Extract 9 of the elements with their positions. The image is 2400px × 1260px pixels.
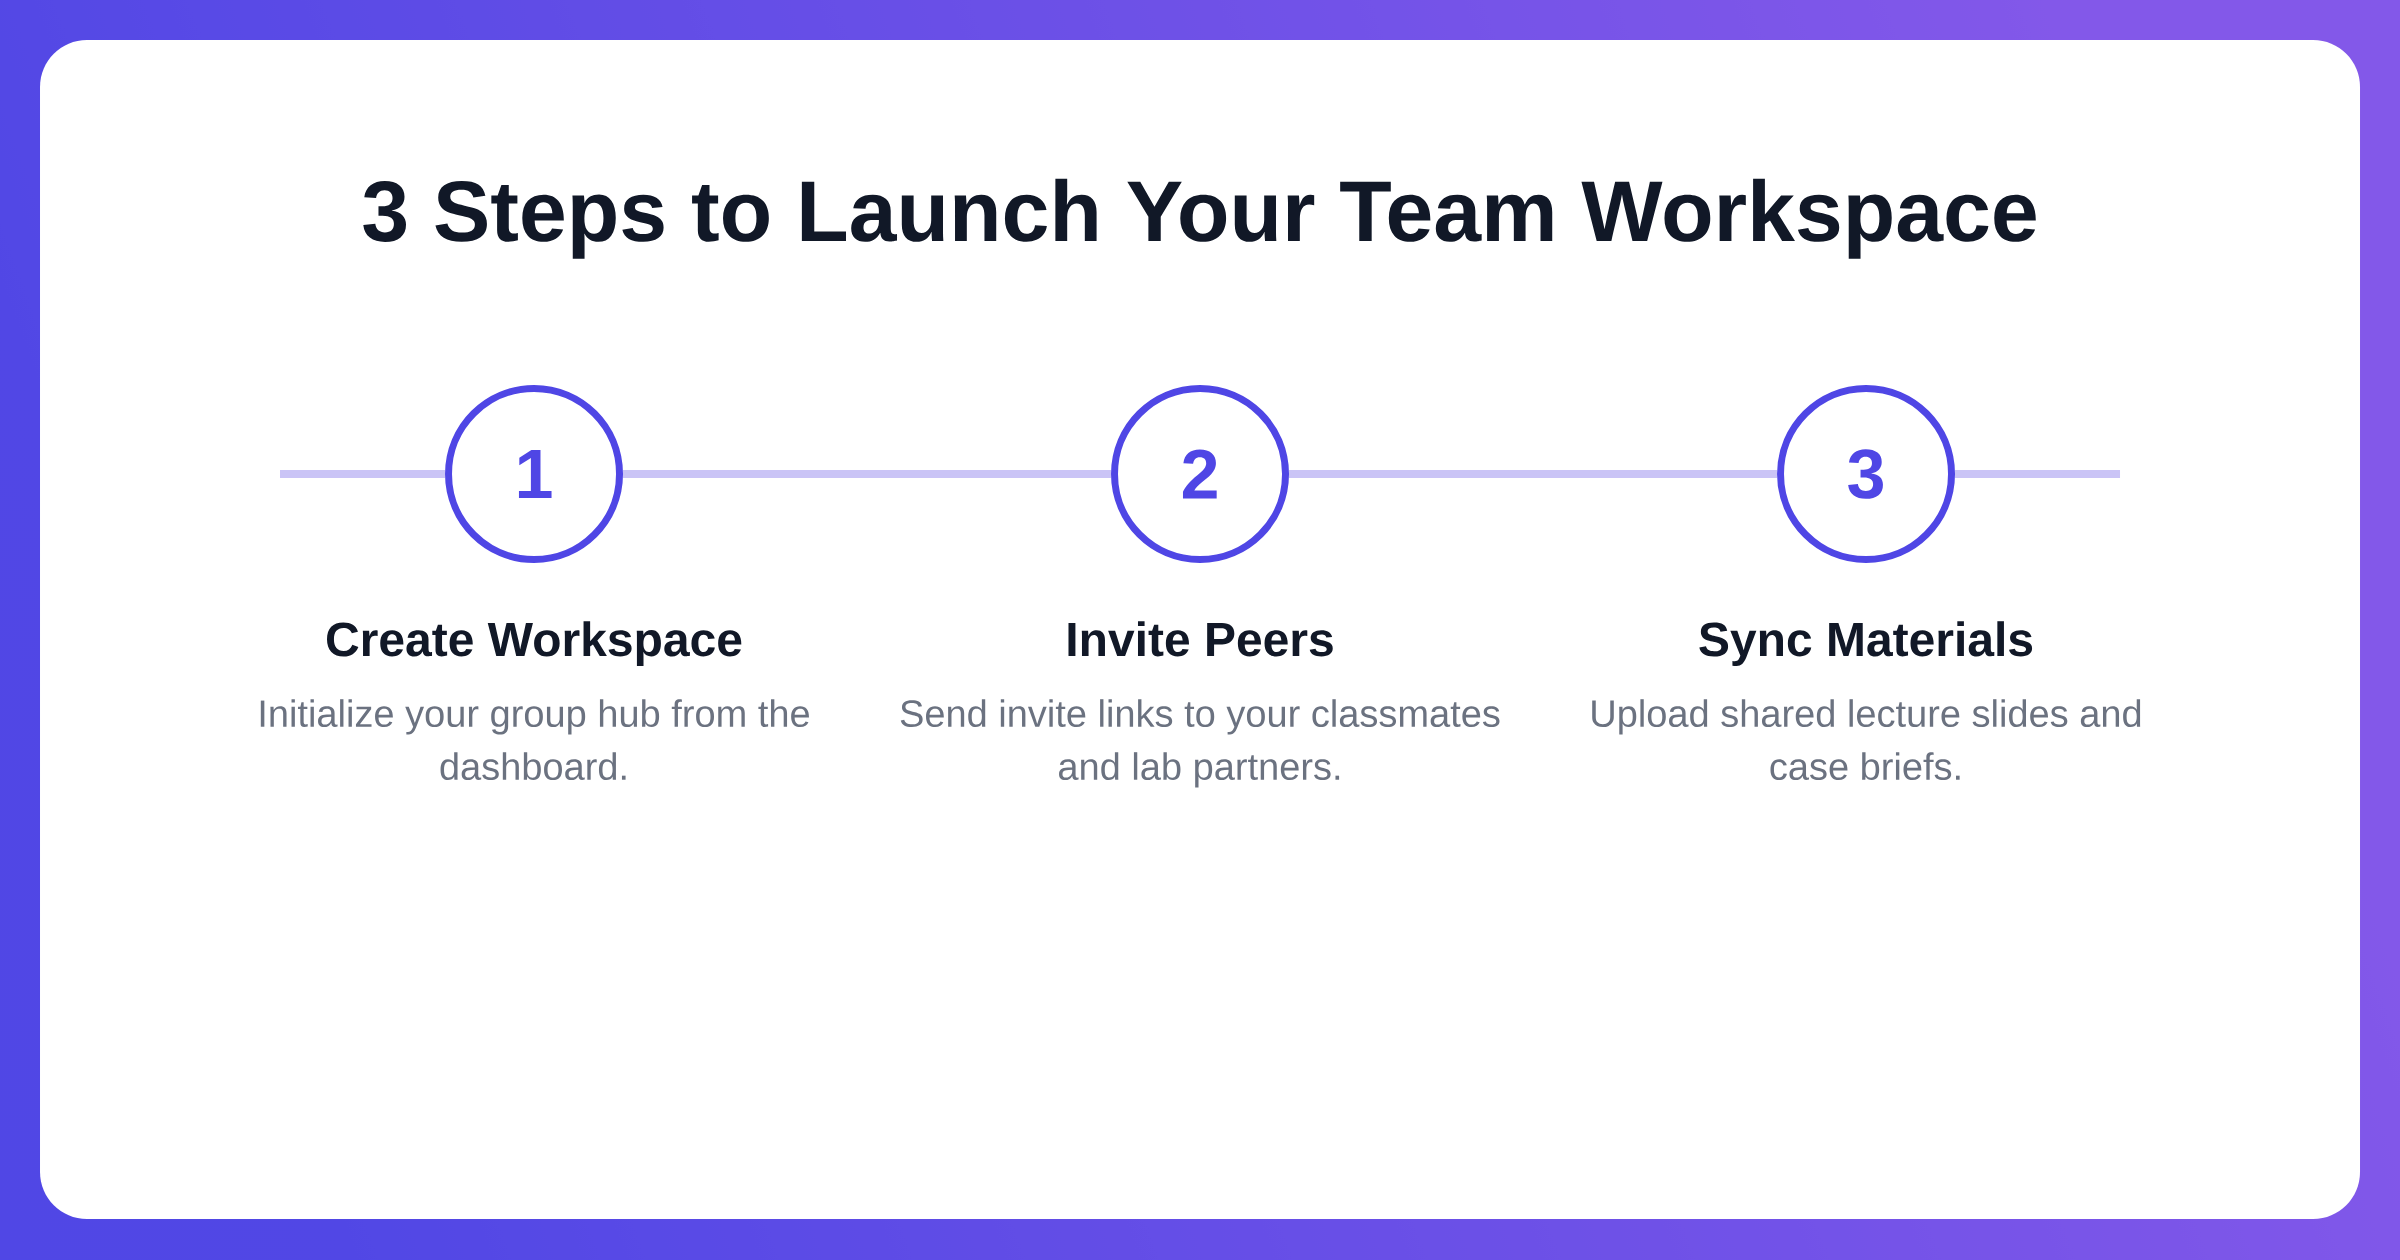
step-description: Upload shared lecture slides and case briefs. xyxy=(1592,699,2141,781)
connector-line xyxy=(1289,470,1777,478)
connector-line xyxy=(623,470,1111,478)
step-title: Create Workspace xyxy=(327,621,742,666)
step-title: Sync Materials xyxy=(1699,621,2033,666)
step-description: Send invite links to your classmates and lab partners. xyxy=(900,699,1500,788)
step-description: Initialize your group hub from the dashboard. xyxy=(260,699,809,781)
step-title: Invite Peers xyxy=(1068,621,1333,657)
title: 3 Steps to Launch Your Team Workspace xyxy=(363,178,2036,259)
